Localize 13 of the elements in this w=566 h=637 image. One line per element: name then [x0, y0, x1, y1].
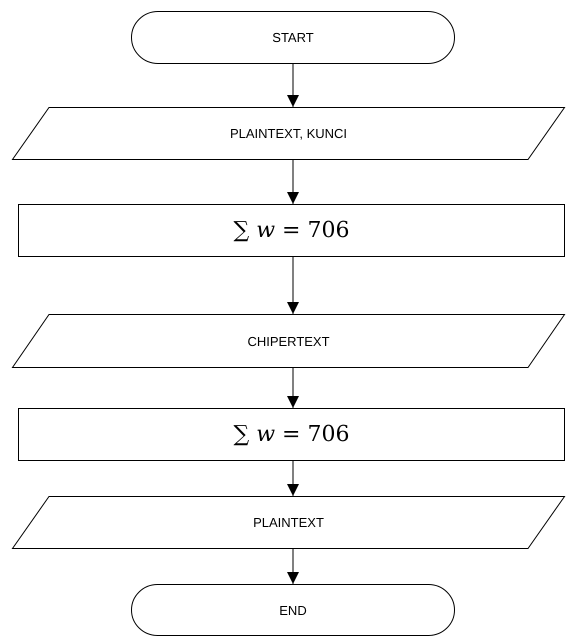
arrow — [287, 460, 299, 496]
node-label: END — [279, 602, 307, 618]
arrow — [287, 256, 299, 314]
node-label: PLAINTEXT — [253, 515, 324, 530]
formula: ∑ w = 706 — [234, 422, 350, 447]
arrow — [287, 160, 299, 204]
node-label: CHIPERTEXT — [247, 334, 330, 348]
arrow — [287, 64, 299, 108]
node-label: START — [272, 30, 314, 45]
formula: ∑ w = 706 — [234, 218, 350, 243]
node-label: PLAINTEXT, KUNCI — [230, 126, 348, 141]
arrow — [287, 548, 299, 584]
arrow — [287, 368, 299, 408]
